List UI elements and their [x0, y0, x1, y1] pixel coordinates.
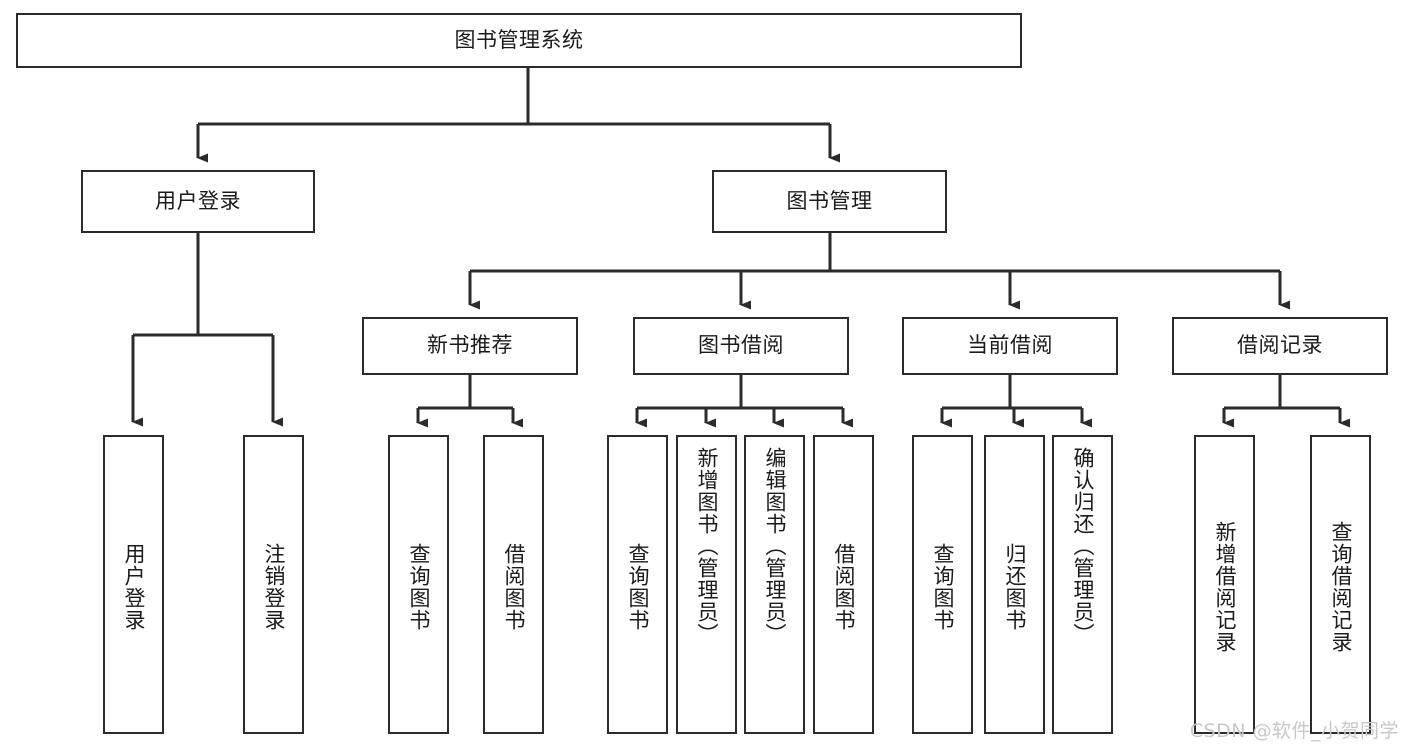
node-label: 查询图书 [406, 542, 431, 631]
node-label: 用户登录 [121, 542, 146, 631]
node-label: 新书推荐 [427, 333, 513, 358]
leaf-text-wrap: 借阅图书 [485, 441, 542, 732]
leaf-add-book-admin[interactable]: 新增图书（管理员） [676, 435, 737, 734]
node-label: 归还图书 [1002, 542, 1027, 631]
node-label: 新增借阅记录 [1212, 520, 1237, 653]
node-label: 当前借阅 [967, 333, 1053, 358]
leaf-text-wrap: 查询图书 [390, 441, 447, 732]
node-label: 查询图书 [625, 542, 650, 631]
leaf-text-wrap: 注销登录 [245, 441, 302, 732]
node-label: 确认归还（管理员） [1070, 447, 1095, 645]
node-user-login[interactable]: 用户登录 [81, 170, 315, 233]
leaf-text-wrap: 借阅图书 [815, 441, 872, 732]
node-borrow-record[interactable]: 借阅记录 [1172, 317, 1388, 375]
leaf-edit-book-admin[interactable]: 编辑图书（管理员） [744, 435, 805, 734]
leaf-text-wrap: 编辑图书（管理员） [746, 441, 803, 732]
node-label: 编辑图书（管理员） [762, 447, 787, 645]
leaf-return-book[interactable]: 归还图书 [984, 435, 1045, 734]
leaf-text-wrap: 新增借阅记录 [1196, 441, 1253, 732]
node-label: 图书管理系统 [454, 27, 584, 52]
node-label: 用户登录 [155, 188, 241, 213]
leaf-logout-login[interactable]: 注销登录 [243, 435, 304, 734]
leaf-borrow-book-recommend[interactable]: 借阅图书 [483, 435, 544, 734]
node-book-borrow[interactable]: 图书借阅 [633, 317, 849, 375]
leaf-query-book-borrow[interactable]: 查询图书 [607, 435, 668, 734]
node-book-management-system[interactable]: 图书管理系统 [16, 13, 1022, 68]
node-label: 查询借阅记录 [1328, 520, 1353, 653]
node-label: 借阅图书 [831, 542, 856, 631]
leaf-text-wrap: 查询图书 [609, 441, 666, 732]
node-label: 图书管理 [786, 188, 873, 213]
node-book-management[interactable]: 图书管理 [712, 170, 947, 233]
node-label: 借阅记录 [1237, 333, 1323, 358]
leaf-add-borrow-record[interactable]: 新增借阅记录 [1194, 435, 1255, 734]
leaf-confirm-return-admin[interactable]: 确认归还（管理员） [1052, 435, 1113, 734]
node-current-borrow[interactable]: 当前借阅 [902, 317, 1118, 375]
node-label: 注销登录 [261, 542, 286, 631]
leaf-query-book-recommend[interactable]: 查询图书 [388, 435, 449, 734]
node-new-book-recommend[interactable]: 新书推荐 [362, 317, 578, 375]
leaf-text-wrap: 确认归还（管理员） [1054, 441, 1111, 732]
leaf-query-book-current[interactable]: 查询图书 [912, 435, 973, 734]
node-label: 查询图书 [930, 542, 955, 631]
node-label: 新增图书（管理员） [694, 447, 719, 645]
leaf-text-wrap: 新增图书（管理员） [678, 441, 735, 732]
leaf-text-wrap: 用户登录 [105, 441, 162, 732]
node-label: 借阅图书 [501, 542, 526, 631]
leaf-text-wrap: 查询图书 [914, 441, 971, 732]
leaf-text-wrap: 归还图书 [986, 441, 1043, 732]
leaf-borrow-book-borrow[interactable]: 借阅图书 [813, 435, 874, 734]
leaf-user-login[interactable]: 用户登录 [103, 435, 164, 734]
leaf-query-borrow-record[interactable]: 查询借阅记录 [1310, 435, 1371, 734]
node-label: 图书借阅 [698, 333, 784, 358]
leaf-text-wrap: 查询借阅记录 [1312, 441, 1369, 732]
